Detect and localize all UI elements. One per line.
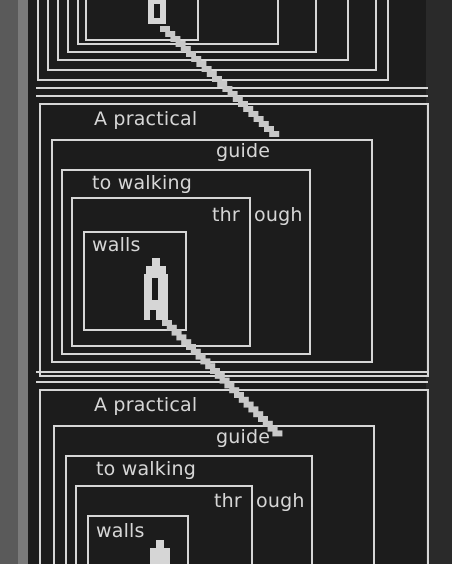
- top-frame-3: [57, 0, 349, 61]
- panel2-line-to-walking: to walking: [96, 458, 196, 480]
- stair-step: [176, 334, 187, 341]
- stair-step: [195, 353, 206, 360]
- stair-step: [175, 41, 186, 47]
- stair-step: [229, 387, 240, 394]
- panel2-frame-5: [87, 515, 189, 564]
- panel2-frame-4: [75, 485, 253, 564]
- stair-step: [217, 81, 228, 87]
- panel1-frame-5: [83, 231, 187, 331]
- stair-step: [234, 392, 244, 398]
- stair-step: [170, 36, 181, 42]
- panel1-line-ough: ough: [254, 204, 303, 226]
- panel2-line-guide: guide: [216, 426, 271, 448]
- panel2-frame-2: [53, 425, 375, 564]
- stair-step: [253, 411, 264, 418]
- stair-step: [190, 348, 201, 355]
- stair-step: [210, 368, 220, 374]
- stair-step: [201, 66, 212, 72]
- panel2-line-walls: walls: [96, 520, 145, 542]
- panel1-frame-3: [61, 169, 311, 355]
- top-frame-6: [85, 0, 199, 41]
- stair-step: [171, 329, 182, 336]
- panel1-line-thr: thr: [212, 204, 240, 226]
- stair-step: [162, 320, 172, 326]
- stair-step: [248, 111, 259, 117]
- stair-step: [238, 396, 249, 403]
- stair-step: [165, 31, 176, 37]
- stair-step: [181, 339, 192, 346]
- stair-step: [243, 401, 254, 408]
- top-frame-2: [47, 0, 377, 71]
- panel2-line-thr: thr: [214, 490, 242, 512]
- scan-left-edge: [18, 0, 28, 564]
- stair-step: [212, 76, 222, 82]
- stair-step: [196, 61, 207, 67]
- panel2-frame-3: [65, 455, 313, 564]
- stair-step: [232, 96, 243, 102]
- panel1-frame-4: [71, 197, 251, 347]
- panel1-line-walls: walls: [92, 234, 141, 256]
- stair-step: [224, 382, 235, 389]
- stair-step: [222, 86, 233, 92]
- panel1-line-to-walking: to walking: [92, 172, 192, 194]
- panel1-line-a-practical: A practical: [94, 108, 198, 130]
- stair-step: [258, 121, 269, 127]
- panel2-figure: [150, 540, 170, 564]
- stair-step: [269, 131, 280, 137]
- panel2-line-ough: ough: [256, 490, 305, 512]
- stair-step: [180, 46, 191, 52]
- stair-step: [248, 406, 259, 413]
- stair-step: [262, 420, 273, 427]
- staircase-shadow: [160, 26, 283, 437]
- stair-step: [227, 91, 238, 97]
- panel2-line-a-practical: A practical: [94, 394, 198, 416]
- panel1-figure: [144, 258, 168, 320]
- stair-step: [253, 116, 264, 122]
- scan-right-shadow: [426, 0, 452, 564]
- panel1-frame-outer: [39, 103, 429, 377]
- stair-step: [191, 56, 202, 62]
- stair-step: [258, 416, 268, 422]
- stair-step: [206, 71, 217, 77]
- stair-step: [272, 430, 283, 437]
- poster-sheet: [28, 0, 428, 564]
- stair-step: [243, 106, 254, 112]
- stair-step: [205, 363, 216, 370]
- top-figure-hole: [154, 4, 160, 18]
- stair-step: [264, 126, 274, 132]
- stair-step: [238, 101, 248, 107]
- stair-step: [219, 377, 230, 384]
- stair-step: [186, 51, 196, 57]
- stair-step: [267, 425, 278, 432]
- panel1-line-guide: guide: [216, 140, 271, 162]
- stair-step: [160, 26, 170, 32]
- stair-step: [200, 358, 211, 365]
- stair-step: [186, 344, 196, 350]
- stair-step: [166, 324, 177, 331]
- stair-step: [214, 372, 225, 379]
- panel1-frame-2: [51, 139, 373, 363]
